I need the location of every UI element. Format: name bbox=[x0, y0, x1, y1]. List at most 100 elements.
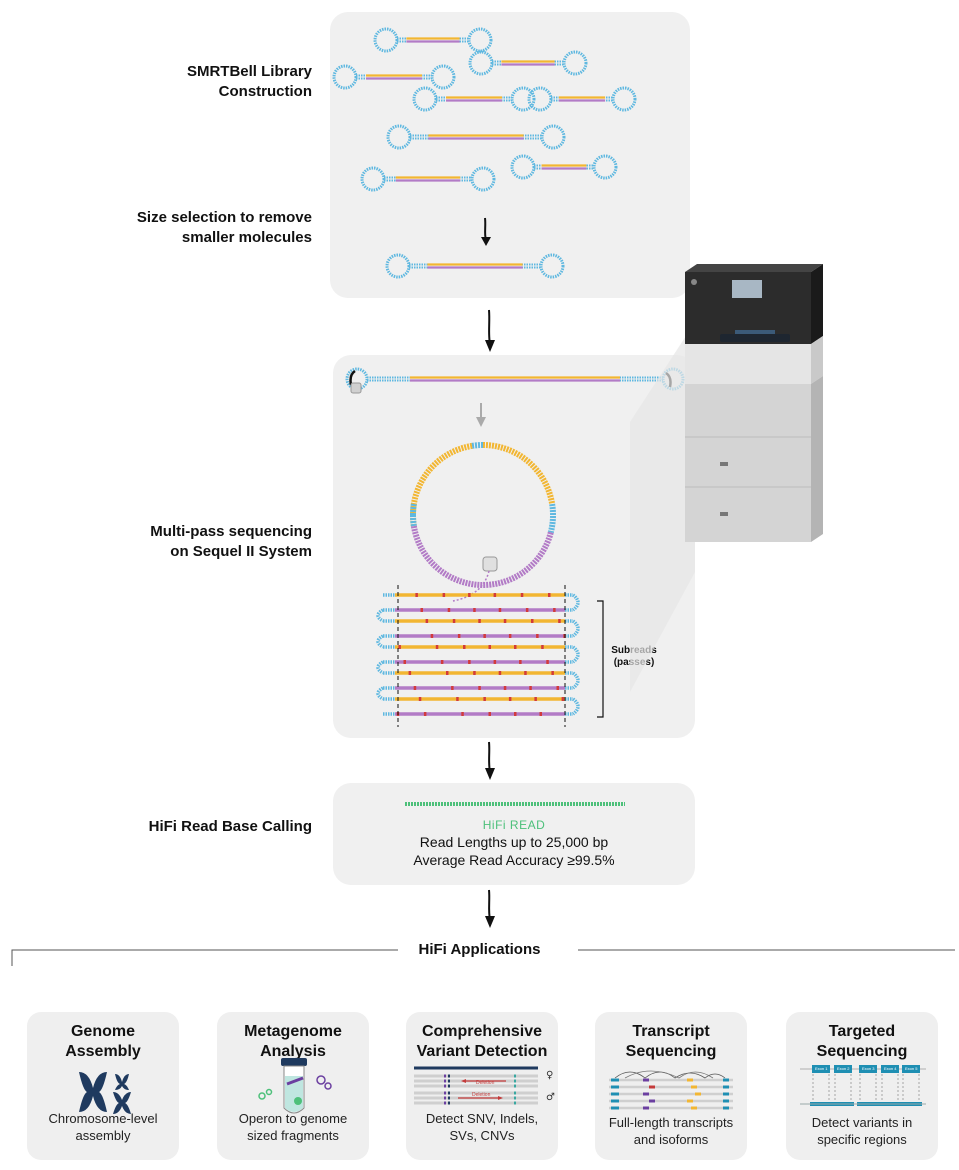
exon-block bbox=[723, 1085, 729, 1089]
exon-block bbox=[695, 1092, 701, 1096]
sequencing-error bbox=[483, 634, 486, 638]
app-title: Metagenome Analysis bbox=[244, 1023, 342, 1060]
variant-mark bbox=[444, 1084, 446, 1088]
variant-mark bbox=[514, 1074, 516, 1078]
sequencing-error bbox=[498, 671, 502, 675]
hairpin-turn bbox=[376, 608, 384, 623]
sequencing-error bbox=[539, 712, 542, 716]
chromosome-icon bbox=[79, 1072, 131, 1114]
sequencing-error bbox=[546, 660, 549, 664]
smrtbell-molecule bbox=[510, 154, 618, 180]
hairpin-adapter bbox=[611, 86, 637, 112]
smrtbell-molecule bbox=[527, 86, 637, 112]
variant-mark bbox=[444, 1091, 446, 1095]
sequencing-error bbox=[488, 712, 491, 716]
sequencing-error bbox=[463, 645, 466, 649]
hairpin-adapter bbox=[510, 86, 536, 112]
hairpin-adapter bbox=[562, 50, 588, 76]
hairpin-adapter bbox=[412, 86, 438, 112]
sequencing-error bbox=[558, 619, 561, 623]
variant-mark bbox=[514, 1091, 516, 1095]
sequencing-error bbox=[493, 593, 497, 597]
exon-block bbox=[723, 1092, 729, 1096]
app-card-metagenome-analysis: Metagenome Analysis Operon to genome siz… bbox=[217, 1012, 369, 1160]
sequencing-error bbox=[541, 645, 544, 649]
circular-template-arc bbox=[410, 503, 417, 516]
variant-mark bbox=[444, 1079, 446, 1083]
smrtbell-molecule bbox=[360, 166, 496, 192]
applications-bracket bbox=[11, 949, 955, 966]
hairpin-adapter bbox=[510, 154, 536, 180]
app-desc: Operon to genome sized fragments bbox=[238, 1111, 348, 1143]
sequencing-error bbox=[478, 686, 481, 690]
sequencing-error bbox=[525, 608, 529, 612]
polymerase bbox=[350, 382, 362, 394]
arrow-down-1 bbox=[485, 309, 495, 352]
exon-block bbox=[643, 1078, 649, 1082]
sequencing-error bbox=[413, 686, 417, 690]
sequencing-error bbox=[456, 697, 459, 701]
hairpin-adapter bbox=[470, 166, 496, 192]
sequencing-diagram bbox=[345, 367, 685, 727]
hairpin-adapter bbox=[360, 166, 386, 192]
exon-block bbox=[687, 1078, 693, 1082]
sequencing-error bbox=[418, 697, 422, 701]
exon-label: Exon 4 bbox=[884, 1066, 897, 1071]
sequencing-error bbox=[435, 645, 439, 649]
variant-mark bbox=[448, 1096, 450, 1100]
hairpin-adapter bbox=[430, 64, 456, 90]
exon-block bbox=[687, 1099, 693, 1103]
exon-label: Exon 1 bbox=[815, 1066, 828, 1071]
hairpin-turn bbox=[376, 660, 384, 675]
arrow-down-2 bbox=[485, 741, 495, 780]
hairpin-turn bbox=[571, 619, 580, 638]
exon-block bbox=[611, 1106, 619, 1110]
circular-template-arc bbox=[547, 503, 556, 534]
hairpin-adapter bbox=[527, 86, 553, 112]
sequencing-error bbox=[531, 619, 534, 623]
sequencing-error bbox=[514, 712, 517, 716]
sequencing-error bbox=[403, 660, 406, 664]
sequencing-error bbox=[478, 619, 481, 623]
variant-mark bbox=[514, 1096, 516, 1100]
sequencing-error bbox=[508, 634, 512, 638]
arrow-size-selection-head bbox=[481, 237, 491, 246]
polymerase-mark bbox=[349, 369, 356, 386]
sequencing-error bbox=[415, 593, 418, 597]
hairpin-turn bbox=[571, 671, 580, 690]
exon-block bbox=[723, 1078, 729, 1082]
variant-mark bbox=[448, 1074, 450, 1078]
sequencing-error bbox=[548, 593, 551, 597]
read-accuracy-text: Average Read Accuracy ≥99.5% bbox=[413, 852, 615, 868]
sequencing-error bbox=[423, 712, 427, 716]
app-desc: Detect SNV, Indels, SVs, CNVs bbox=[425, 1111, 539, 1143]
sequencing-error bbox=[498, 608, 502, 612]
circular-template-arc bbox=[471, 442, 484, 449]
step-label-library: SMRTBell Library Construction bbox=[186, 63, 312, 100]
hairpin-adapter bbox=[385, 253, 411, 279]
sequencing-error bbox=[520, 593, 524, 597]
circular-template-arc bbox=[410, 514, 417, 527]
exon-block bbox=[611, 1099, 619, 1103]
smrtbell-molecule bbox=[373, 27, 493, 53]
sequencing-error bbox=[457, 634, 461, 638]
variant-mark bbox=[444, 1074, 446, 1078]
exon-label: Exon 5 bbox=[905, 1066, 918, 1071]
sequencing-error bbox=[398, 645, 401, 649]
hairpin-adapter bbox=[540, 124, 566, 150]
exon-block bbox=[691, 1085, 697, 1089]
sequencing-error bbox=[473, 608, 476, 612]
hairpin-turn bbox=[376, 634, 384, 649]
exon-block bbox=[643, 1092, 649, 1096]
deletion-label-bottom: Deletion bbox=[472, 1092, 491, 1098]
sequencing-error bbox=[534, 697, 537, 701]
exon-block bbox=[611, 1092, 619, 1096]
sequencing-error bbox=[519, 660, 522, 664]
hairpin-turn bbox=[571, 697, 580, 716]
exon-box bbox=[834, 1065, 852, 1073]
exon-label: Exon 2 bbox=[837, 1066, 850, 1071]
sequencing-error bbox=[556, 686, 559, 690]
hairpin-adapter bbox=[539, 253, 565, 279]
variant-mark bbox=[444, 1096, 446, 1100]
hairpin-turn bbox=[376, 686, 384, 701]
